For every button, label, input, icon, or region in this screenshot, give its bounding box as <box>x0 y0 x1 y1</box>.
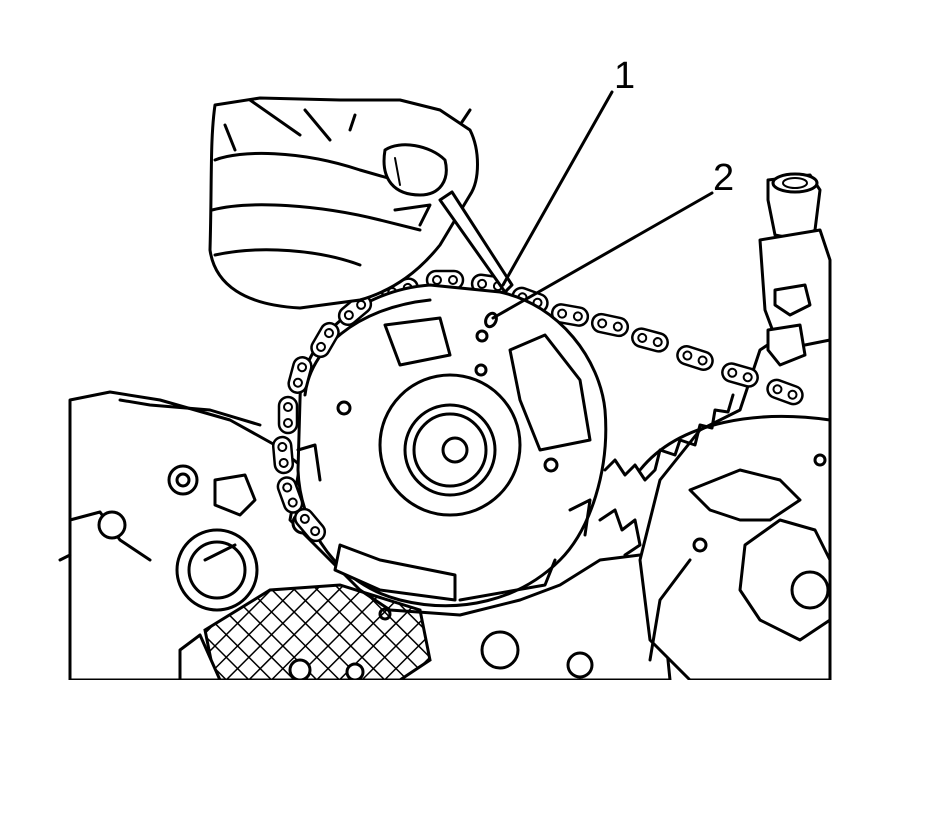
hatched-pad <box>203 583 432 680</box>
chain-link <box>590 312 630 338</box>
chain-link <box>631 327 669 353</box>
callout-1-label: 1 <box>614 55 635 97</box>
callout-2-label: 2 <box>713 157 734 199</box>
chain-link <box>287 356 313 394</box>
chain-link <box>310 321 340 359</box>
callout-2-leader <box>491 191 714 320</box>
technician-hand <box>208 96 514 310</box>
chain-left-run <box>271 293 373 543</box>
right-sprocket <box>598 298 832 680</box>
chain-link <box>721 362 759 388</box>
chain-link <box>550 303 590 327</box>
callout-1-leader <box>501 90 614 287</box>
chain-link <box>271 435 295 475</box>
chain-link <box>276 476 304 514</box>
cam-fitting <box>758 172 832 367</box>
chain-link <box>293 507 327 543</box>
chain-link <box>277 395 299 435</box>
timing-chain <box>381 269 804 406</box>
camshaft-sprocket <box>296 283 608 608</box>
chain-link <box>676 344 714 372</box>
chain-link <box>766 378 804 406</box>
